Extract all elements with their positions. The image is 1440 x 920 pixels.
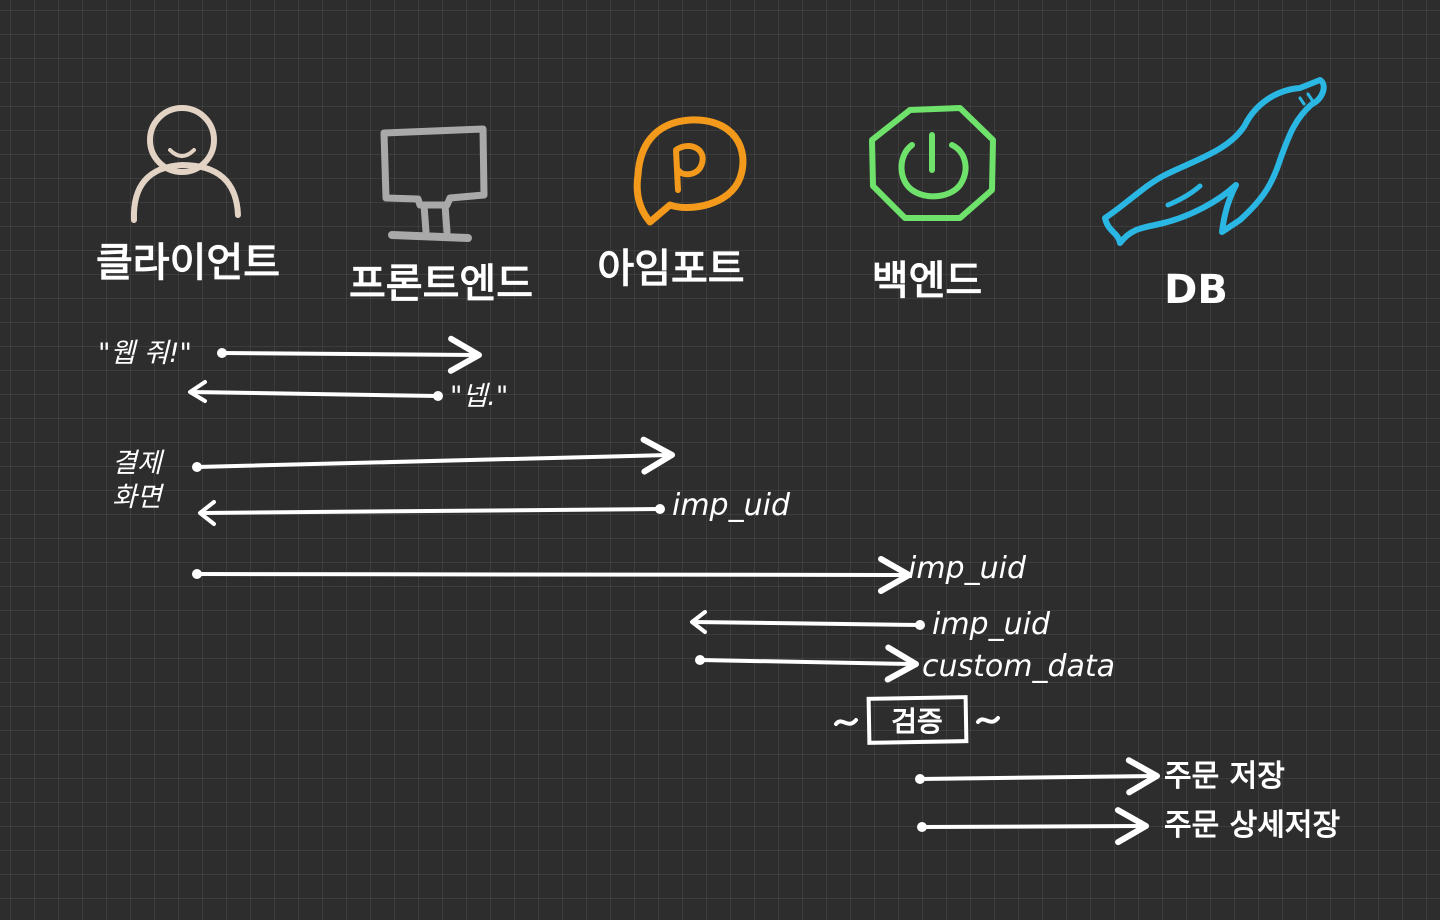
- message-arrow-7: [695, 644, 919, 683]
- spring-power-icon: [869, 105, 996, 221]
- message-label-4: imp_uid: [672, 488, 791, 523]
- message-label-7: custom_data: [922, 649, 1115, 684]
- message-arrow-5: [192, 555, 912, 594]
- actor-label-iamport: 아임포트: [597, 246, 744, 292]
- message-label-6: imp_uid: [932, 607, 1051, 642]
- verification-label: 검증: [891, 705, 943, 738]
- message-label-5: imp_uid: [908, 551, 1027, 586]
- message-arrow-4: [198, 500, 665, 526]
- message-label-9: 주문 저장: [1164, 759, 1285, 794]
- verification-box: [866, 695, 969, 745]
- iamport-logo-icon: [633, 116, 747, 226]
- message-arrow-10: [917, 807, 1149, 846]
- message-arrow-9: [915, 757, 1160, 796]
- message-arrow-2: [188, 380, 443, 403]
- actor-label-client: 클라이언트: [96, 240, 280, 286]
- tilde-left-icon: [834, 718, 858, 726]
- actor-label-backend: 백엔드: [872, 258, 982, 304]
- tilde-right-icon: [976, 716, 1000, 724]
- message-arrow-1: [217, 335, 482, 374]
- message-label-10: 주문 상세저장: [1164, 808, 1340, 843]
- actor-label-db: DB: [1164, 267, 1228, 313]
- monitor-icon: [380, 125, 488, 242]
- person-icon: [130, 105, 241, 223]
- message-arrow-3: [192, 436, 675, 475]
- actor-label-frontend: 프론트엔드: [349, 261, 533, 307]
- mariadb-seal-icon: [1102, 77, 1327, 246]
- message-arrow-6: [690, 610, 925, 634]
- message-label-2: "넵.": [450, 381, 508, 412]
- message-label-1: "웹 줘!": [98, 338, 192, 369]
